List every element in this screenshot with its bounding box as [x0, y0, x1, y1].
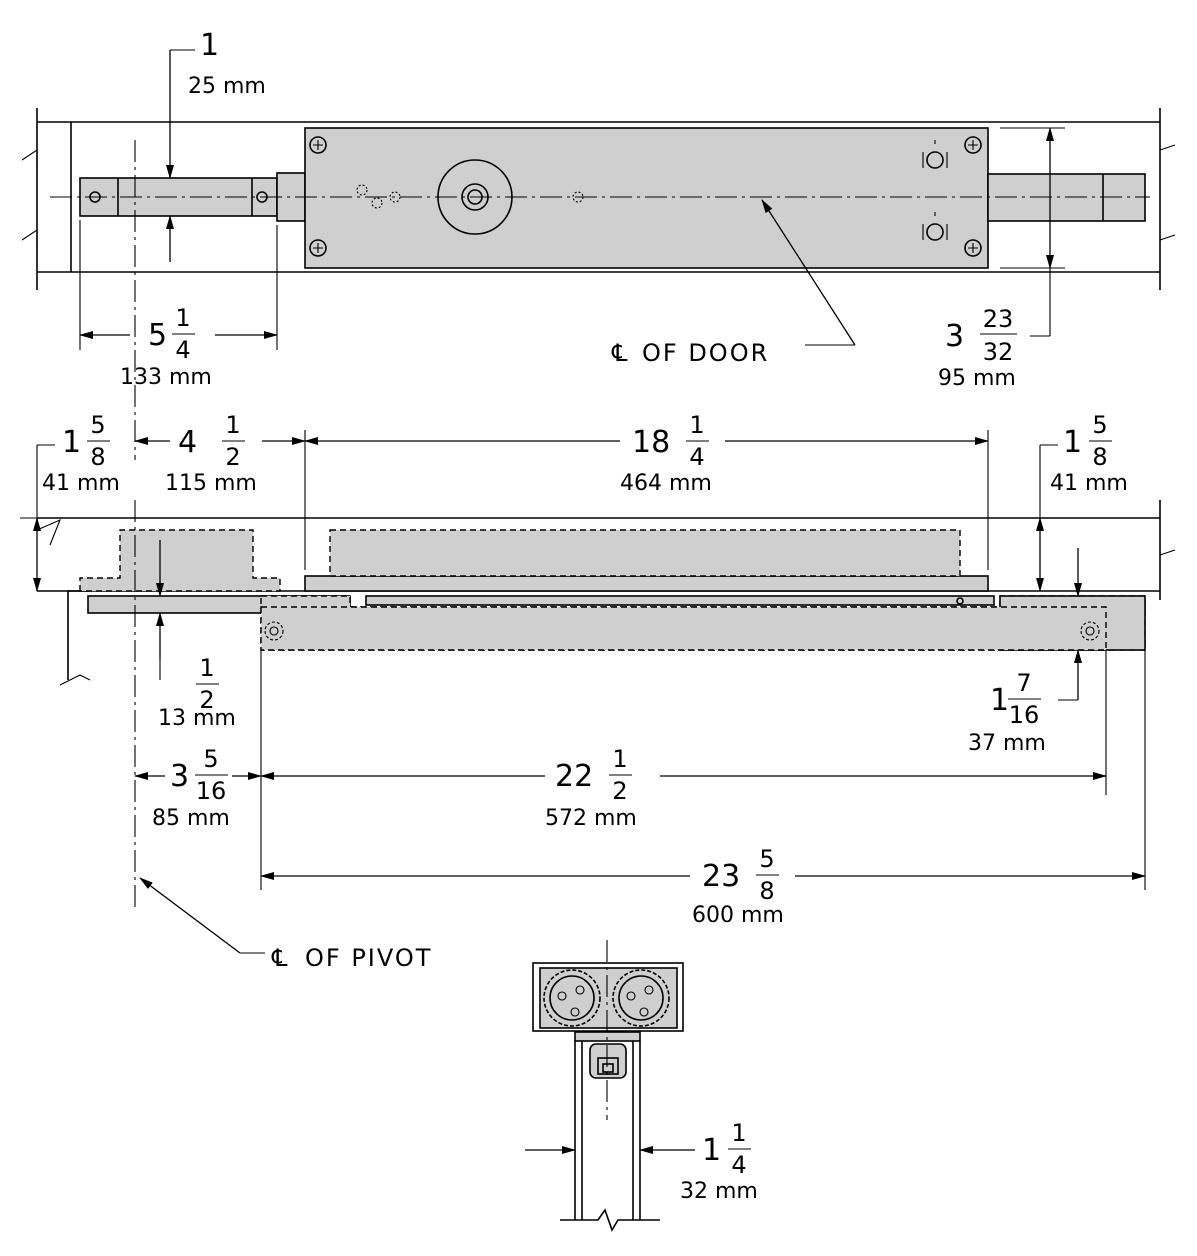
dim-height-num: 23	[983, 305, 1014, 333]
dim-rh-whole: 1	[1063, 425, 1082, 460]
dim-al-num: 1	[612, 745, 627, 773]
dim-lo-whole: 4	[178, 425, 197, 460]
dim-height-whole: 3	[945, 319, 964, 354]
cl-pivot-label: OF PIVOT	[305, 944, 432, 972]
dim-len-num: 1	[175, 304, 190, 332]
cl-door-label: OF DOOR	[642, 339, 769, 367]
dim-dw-whole: 1	[702, 1133, 721, 1168]
dim-bl-den: 4	[689, 443, 704, 471]
dim-ol-den: 8	[759, 877, 774, 905]
dim-rd-den: 16	[1009, 701, 1040, 729]
dim-al-whole: 22	[555, 759, 593, 794]
dim-lh-mm: 41 mm	[42, 471, 120, 496]
pivot-shaft	[79, 177, 278, 217]
dim-rd-num: 7	[1016, 669, 1031, 697]
valve-icon	[922, 140, 948, 241]
dim-lo-mm: 115 mm	[165, 471, 257, 496]
dim-bl-whole: 18	[632, 425, 670, 460]
dim-len-whole: 5	[148, 318, 167, 353]
dim-ol-whole: 23	[702, 859, 740, 894]
dim-lo-den: 2	[225, 443, 240, 471]
dim-ol-mm: 600 mm	[692, 903, 784, 928]
dim-rh-den: 8	[1092, 443, 1107, 471]
dim-lh-num: 5	[90, 411, 105, 439]
dim-bl-mm: 464 mm	[620, 471, 712, 496]
side-view: 1 5 8 41 mm 4 1 2 115 mm 18 1 4 464 mm 1…	[20, 411, 1176, 972]
dim-lo-num: 1	[225, 411, 240, 439]
dim-al-den: 2	[612, 777, 627, 805]
pivot-block	[79, 529, 281, 592]
top-view: 1 25 mm 5 1 4 133 mm 3 23 32 95 mm ℄ OF …	[21, 28, 1176, 460]
adjust-wheel-icon	[543, 969, 670, 1027]
dim-len-mm: 133 mm	[120, 365, 212, 390]
dim-len-den: 4	[175, 336, 190, 364]
dim-al-mm: 572 mm	[545, 806, 637, 831]
dim-lh-whole: 1	[62, 425, 81, 460]
centerline-symbol: ℄	[611, 339, 629, 367]
dim-rd-mm: 37 mm	[968, 731, 1046, 756]
dim-lh-den: 8	[90, 443, 105, 471]
centerline-symbol-pivot: ℄	[271, 944, 289, 972]
dim-shaft-mm: 25 mm	[188, 74, 266, 99]
dim-ad-den: 2	[199, 686, 214, 714]
screw-icon	[309, 136, 982, 257]
dim-dw-num: 1	[731, 1119, 746, 1147]
dim-rd-whole: 1	[990, 683, 1009, 718]
dim-height-den: 32	[983, 338, 1014, 366]
dim-rh-num: 5	[1092, 411, 1107, 439]
dim-po-whole: 3	[170, 759, 189, 794]
dim-dw-mm: 32 mm	[680, 1179, 758, 1204]
dim-height-mm: 95 mm	[938, 366, 1016, 391]
end-view: 1 1 4 32 mm	[525, 940, 758, 1232]
dim-po-den: 16	[196, 777, 227, 805]
closer-body	[304, 127, 989, 269]
dim-ad-mm: 13 mm	[158, 706, 236, 731]
dim-dw-den: 4	[731, 1151, 746, 1179]
dim-ad-num: 1	[199, 654, 214, 682]
dim-bl-num: 1	[689, 411, 704, 439]
dim-po-num: 5	[203, 745, 218, 773]
dim-po-mm: 85 mm	[152, 806, 230, 831]
dim-ol-num: 5	[759, 845, 774, 873]
dim-rh-mm: 41 mm	[1050, 471, 1128, 496]
dim-shaft-whole: 1	[200, 28, 219, 63]
